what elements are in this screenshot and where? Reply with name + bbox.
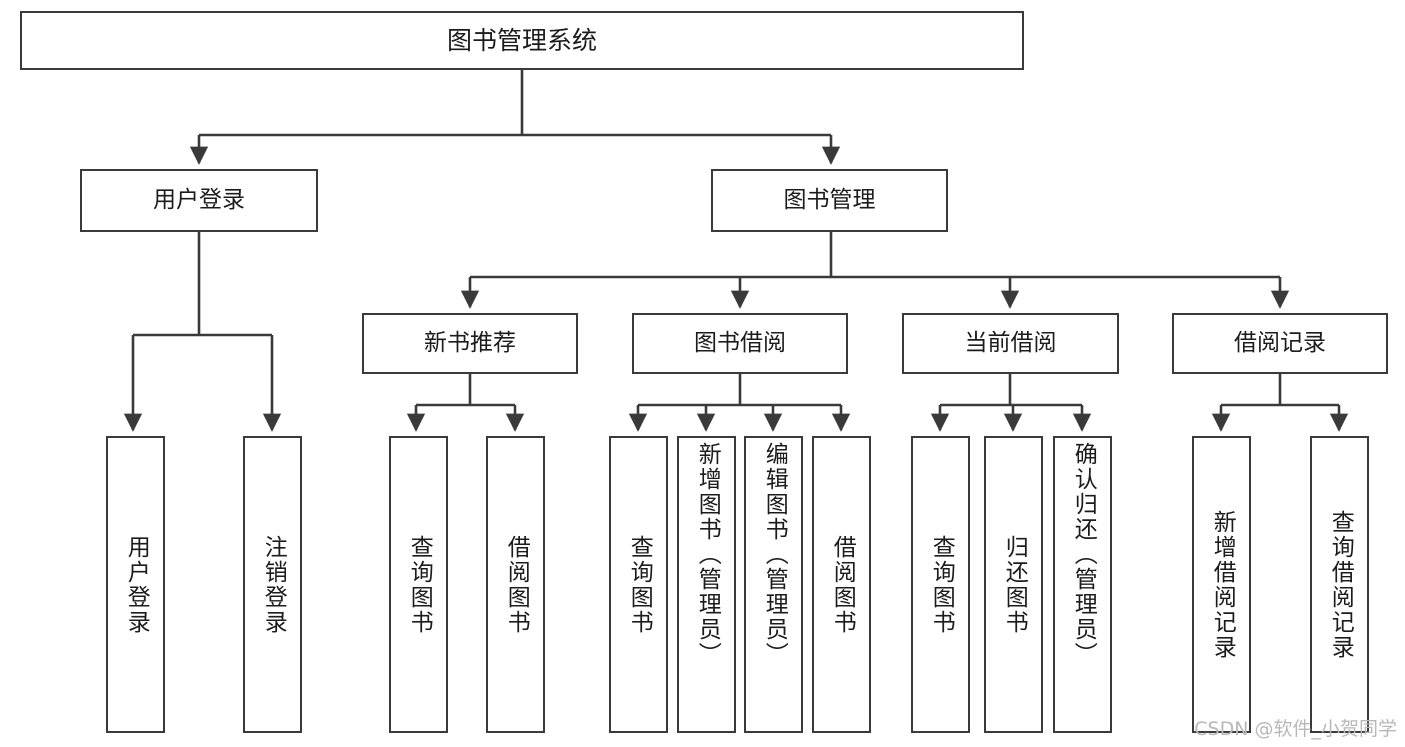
node-label: 查询借阅记录 bbox=[1327, 509, 1354, 660]
node-label: 确认归还（管理员） bbox=[1070, 442, 1097, 667]
node-leaf-add-borrow-record[interactable]: 新增借阅记录 bbox=[1192, 436, 1251, 733]
node-label: 当前借阅 bbox=[964, 330, 1057, 357]
node-leaf-return-book[interactable]: 归还图书 bbox=[984, 436, 1043, 733]
node-label: 新增借阅记录 bbox=[1209, 509, 1236, 660]
node-label: 借阅图书 bbox=[829, 534, 856, 635]
node-label: 查询图书 bbox=[626, 534, 653, 635]
node-leaf-query-book-1[interactable]: 查询图书 bbox=[389, 436, 448, 733]
node-label: 新书推荐 bbox=[424, 330, 516, 357]
node-label: 归还图书 bbox=[1001, 534, 1028, 635]
node-label: 借阅记录 bbox=[1234, 330, 1326, 357]
node-leaf-query-borrow-record[interactable]: 查询借阅记录 bbox=[1310, 436, 1369, 733]
node-leaf-edit-book[interactable]: 编辑图书（管理员） bbox=[744, 436, 803, 733]
node-leaf-add-book[interactable]: 新增图书（管理员） bbox=[677, 436, 736, 733]
node-leaf-confirm-return[interactable]: 确认归还（管理员） bbox=[1053, 436, 1112, 733]
node-label: 图书借阅 bbox=[694, 330, 786, 357]
node-leaf-logout-login[interactable]: 注销登录 bbox=[243, 436, 302, 733]
node-label: 用户登录 bbox=[153, 187, 245, 214]
node-leaf-borrow-book-1[interactable]: 借阅图书 bbox=[486, 436, 545, 733]
node-label: 新增图书（管理员） bbox=[694, 442, 721, 667]
node-label: 用户登录 bbox=[123, 534, 150, 635]
node-leaf-query-book-3[interactable]: 查询图书 bbox=[911, 436, 970, 733]
node-user-login[interactable]: 用户登录 bbox=[80, 169, 318, 232]
node-current-borrow[interactable]: 当前借阅 bbox=[902, 313, 1119, 374]
node-borrow-record[interactable]: 借阅记录 bbox=[1172, 313, 1388, 374]
node-book-borrow[interactable]: 图书借阅 bbox=[632, 313, 848, 374]
node-new-book-recommend[interactable]: 新书推荐 bbox=[362, 313, 578, 374]
node-leaf-borrow-book-2[interactable]: 借阅图书 bbox=[812, 436, 871, 733]
node-leaf-user-login[interactable]: 用户登录 bbox=[106, 436, 165, 733]
csdn-watermark: CSDN @软件_小贺同学 bbox=[1194, 718, 1397, 740]
node-book-manage[interactable]: 图书管理 bbox=[711, 169, 948, 232]
node-label: 借阅图书 bbox=[503, 534, 530, 635]
node-root-system[interactable]: 图书管理系统 bbox=[20, 11, 1024, 70]
node-label: 编辑图书（管理员） bbox=[761, 442, 788, 667]
node-label: 注销登录 bbox=[260, 534, 287, 635]
node-label: 查询图书 bbox=[928, 534, 955, 635]
node-label: 图书管理系统 bbox=[446, 25, 597, 55]
node-label: 查询图书 bbox=[406, 534, 433, 635]
node-leaf-query-book-2[interactable]: 查询图书 bbox=[609, 436, 668, 733]
node-label: 图书管理 bbox=[783, 187, 876, 214]
